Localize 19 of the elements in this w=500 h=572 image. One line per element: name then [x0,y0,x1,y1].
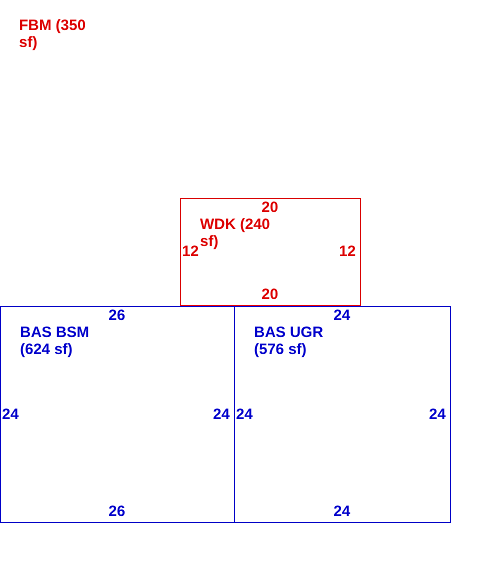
dimension-label: 26 [108,307,126,324]
area-outline [234,306,451,523]
dimension-label: 24 [236,406,253,422]
area-label: WDK (240 sf) [200,216,272,250]
dimension-label: 12 [339,243,356,260]
dimension-label: 24 [334,307,350,324]
dimension-label: 24 [429,406,446,422]
dimension-label: 26 [108,503,126,520]
area-label: BAS UGR (576 sf) [254,324,324,358]
dimension-label: 20 [262,199,278,216]
dimension-label: 12 [182,243,199,260]
area-outline [0,306,235,523]
area-outline [180,198,361,306]
dimension-label: 24 [334,503,350,520]
area-label: FBM (350 sf) [19,17,87,51]
dimension-label: 24 [213,406,230,422]
dimension-label: 24 [2,406,19,422]
dimension-label: 20 [262,286,278,303]
area-label: BAS BSM (624 sf) [20,324,90,358]
